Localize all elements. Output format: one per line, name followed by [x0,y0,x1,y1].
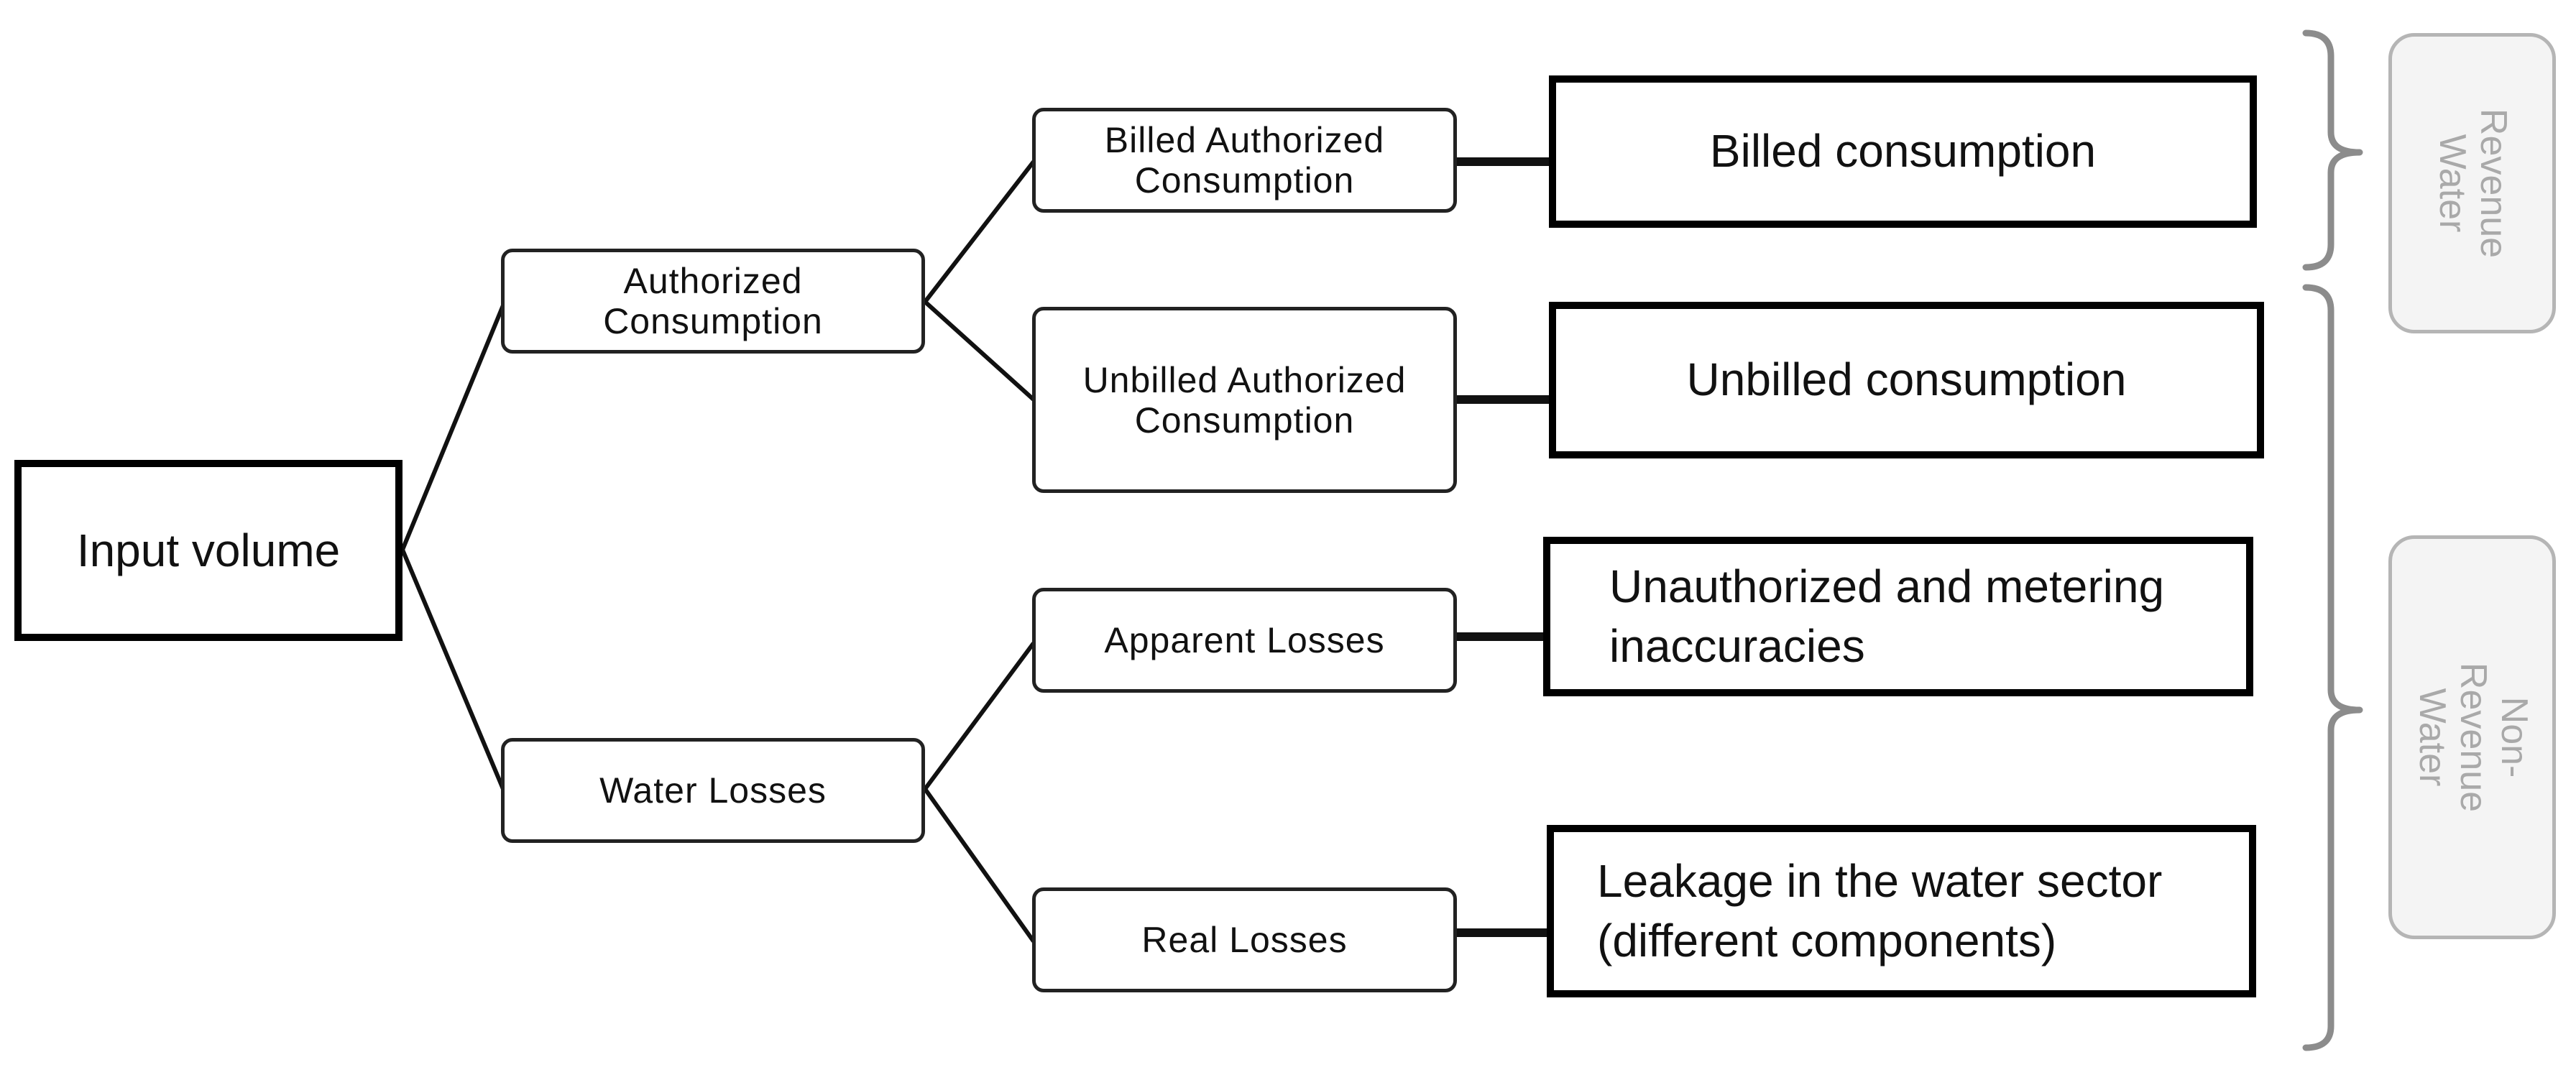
revenue-water-label: Revenue Water [2431,108,2514,259]
input-volume-node: Input volume [14,460,402,641]
billed-consumption-node: Billed consumption [1549,75,2257,228]
revenue-water-bracket [2302,29,2363,271]
apparent-losses-node: Apparent Losses [1032,588,1457,693]
connector-root-losses [400,548,505,790]
real-losses-node: Real Losses [1032,887,1457,992]
authorized-consumption-node: Authorized Consumption [501,249,925,354]
revenue-water-label-box: Revenue Water [2388,33,2556,333]
non-revenue-water-label: Non-Revenue Water [2410,662,2535,813]
water-losses-node: Water Losses [501,738,925,843]
non-revenue-water-label-box: Non-Revenue Water [2388,535,2556,939]
non-revenue-water-bracket [2302,284,2363,1051]
unbilled-consumption-node: Unbilled consumption [1549,302,2264,458]
connector-losses-real [923,788,1036,943]
connector-authorized-billed [923,160,1036,303]
unauthorized-metering-inaccuracies-node: Unauthorized and metering inaccuracies [1543,537,2253,696]
connector-losses-apparent [923,642,1036,790]
connector-authorized-unbilled [923,300,1036,402]
unbilled-authorized-consumption-node: Unbilled Authorized Consumption [1032,307,1457,493]
leakage-water-sector-node: Leakage in the water sector (different c… [1547,825,2256,997]
connector-root-authorized [400,304,505,551]
billed-authorized-consumption-node: Billed Authorized Consumption [1032,108,1457,213]
